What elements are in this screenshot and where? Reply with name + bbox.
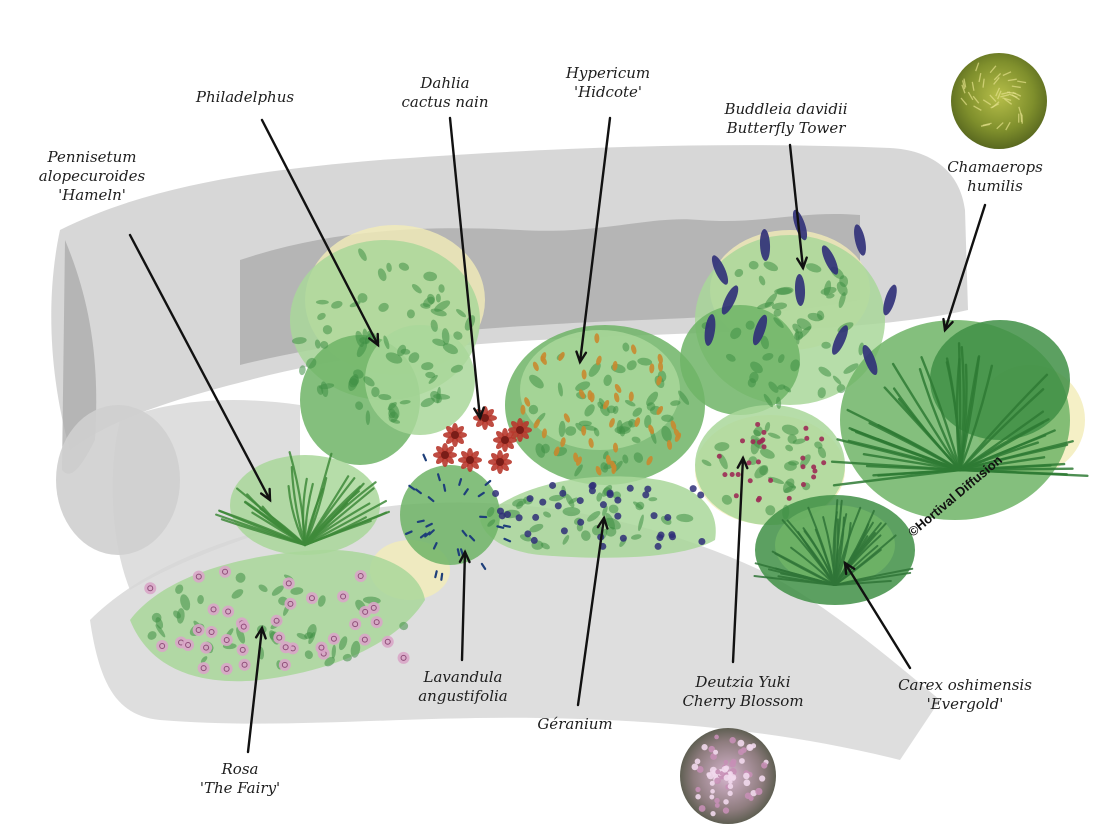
deutzia-photo (680, 728, 776, 824)
arrow-lavandula (460, 550, 467, 662)
arrow-pennisetum (128, 233, 272, 502)
arrowhead-philadelphus (368, 332, 380, 348)
arrowhead-carex (843, 560, 856, 576)
label-lavandula: Lavandula angustifolia (418, 668, 508, 705)
label-rosa: Rosa 'The Fairy' (199, 760, 281, 797)
left-shrub (56, 405, 180, 555)
arrow-carex (843, 561, 912, 670)
arrowhead-dahlia (473, 406, 485, 421)
label-chamaerops: Chamaerops humilis (947, 158, 1043, 195)
label-hypericum: Hypericum 'Hidcote' (565, 64, 651, 101)
arrow-deutzia (731, 456, 745, 664)
arrowhead-geranium (596, 515, 609, 530)
arrow-rosa (246, 626, 264, 754)
lavandula-mound (400, 465, 500, 565)
chamaerops-photo (951, 53, 1047, 149)
arrow-chamaerops (943, 203, 987, 332)
label-deutzia: Deutzia Yuki Cherry Blossom (682, 673, 804, 710)
label-arrows (128, 116, 987, 754)
arrowhead-buddleia (796, 256, 808, 271)
label-dahlia: Dahlia cactus nain (401, 74, 489, 111)
label-philadelphus: Philadelphus (195, 88, 295, 106)
arrow-geranium (576, 516, 606, 707)
label-carex: Carex oshimensis 'Evergold' (898, 676, 1032, 713)
label-pennisetum: Pennisetum alopecuroides 'Hameln' (38, 148, 146, 204)
arrowhead-rosa (254, 625, 267, 640)
arrow-buddleia (788, 143, 805, 270)
arrowhead-chamaerops (942, 317, 954, 333)
label-buddleia: Buddleia davidii Butterfly Tower (724, 100, 848, 137)
deutzia-shrub (695, 405, 845, 525)
arrowhead-deutzia (736, 455, 749, 470)
arrow-philadelphus (260, 118, 380, 347)
arrowhead-hypericum (575, 350, 588, 365)
arrowhead-pennisetum (259, 487, 272, 503)
arrow-hypericum (578, 116, 612, 364)
label-geranium: Géranium (537, 715, 613, 733)
arrowhead-lavandula (458, 549, 471, 564)
arrow-dahlia (448, 116, 482, 420)
